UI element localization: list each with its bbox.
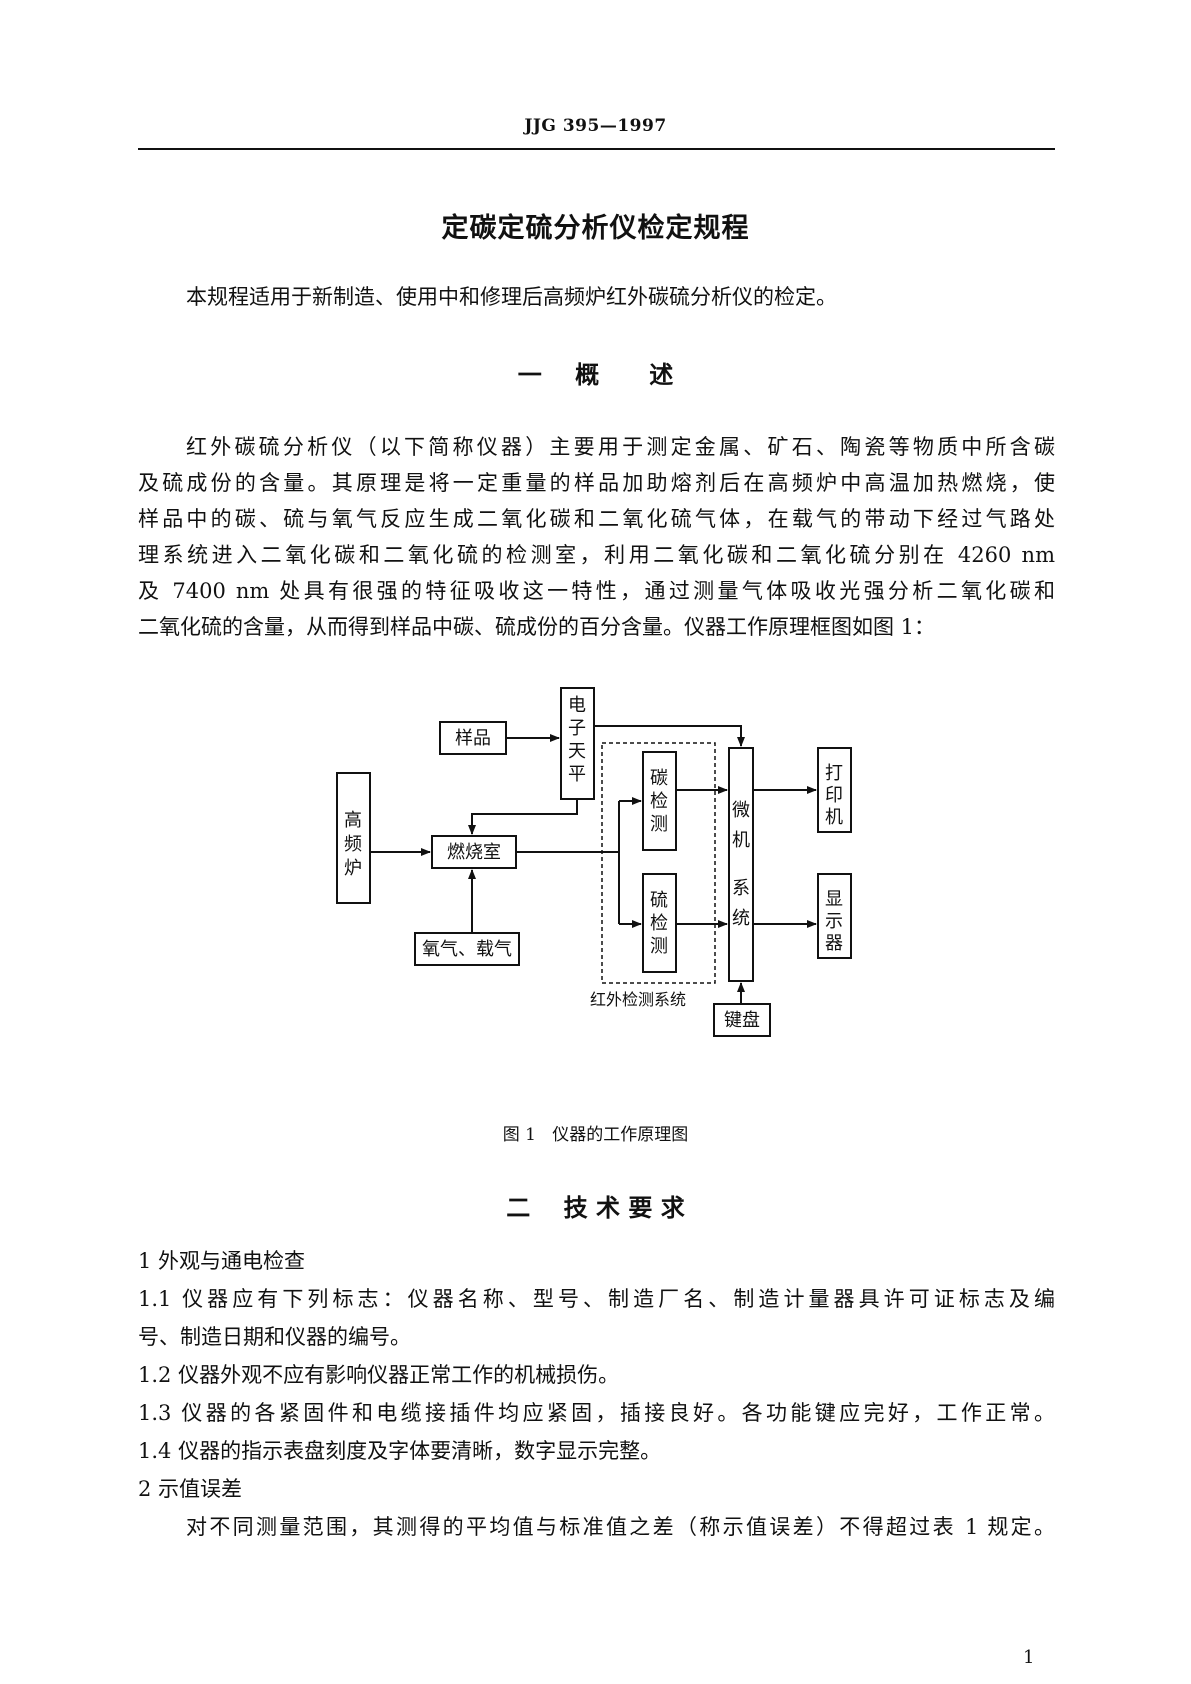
sulfur-label: 硫 (650, 890, 668, 911)
list-item: 1.2 仪器外观不应有影响仪器正常工作的机械损伤。 (138, 1363, 620, 1387)
paragraph-line: 二氧化硫的含量，从而得到样品中碳、硫成份的百分含量。仪器工作原理框图如图 1： (138, 615, 936, 639)
paragraph-line: 及 7400 nm 处具有很强的特征吸收这一特性，通过测量气体吸收光强分析二氧化… (138, 579, 1055, 603)
document-title: 定碳定硫分析仪检定规程 (441, 213, 750, 244)
balance-label: 天 (568, 741, 586, 762)
list-item: 1 外观与通电检查 (138, 1249, 306, 1273)
furnace-label: 高 (344, 810, 362, 831)
section-2-title: 二 技 术 要 求 (506, 1194, 685, 1222)
gas-label: 氧气、载气 (422, 939, 512, 960)
micro-label: 系 (732, 878, 750, 899)
section-1-title: 一 概 述 (517, 361, 674, 389)
display-label: 显 (825, 889, 843, 910)
micro-label: 统 (732, 908, 750, 929)
figure-caption: 图 1 仪器的工作原理图 (502, 1125, 689, 1145)
list-item: 号、制造日期和仪器的编号。 (138, 1325, 411, 1349)
furnace-label: 频 (344, 834, 362, 855)
keyboard-label: 键盘 (724, 1010, 760, 1031)
display-box (817, 873, 852, 959)
paragraph-line: 理系统进入二氧化碳和二氧化硫的检测室，利用二氧化碳和二氧化硫分别在 4260 n… (138, 543, 1055, 567)
furnace-box (336, 772, 371, 904)
balance-label: 子 (568, 718, 586, 739)
paragraph-line: 样品中的碳、硫与氧气反应生成二氧化碳和二氧化硫气体，在载气的带动下经过气路处 (138, 507, 1055, 531)
list-item: 2 示值误差 (138, 1477, 243, 1501)
micro-box (728, 747, 754, 982)
scope-paragraph: 本规程适用于新制造、使用中和修理后高频炉红外碳硫分析仪的检定。 (186, 285, 837, 309)
sulfur-label: 测 (650, 936, 668, 957)
furnace-label: 炉 (344, 858, 362, 879)
balance-label: 平 (568, 764, 586, 785)
paragraph-line: 及硫成份的含量。其原理是将一定重量的样品加助熔剂后在高频炉中高温加热燃烧，使 (138, 471, 1055, 495)
gas-box (414, 932, 520, 966)
carbon-label: 测 (650, 814, 668, 835)
balance-label: 电 (568, 695, 586, 716)
ir-system-label: 红外检测系统 (590, 990, 686, 1009)
carbon-label: 碳 (650, 768, 668, 789)
display-label: 示 (825, 911, 843, 932)
sulfur-label: 检 (650, 913, 668, 934)
working-principle-diagram: 样品 电 子 天 平 高 频 炉 燃烧室 氧气、载气 碳 检 测 硫 检 测 微… (336, 687, 852, 1037)
page-number: 1 (1023, 1647, 1035, 1668)
micro-label: 机 (732, 830, 750, 851)
list-item: 1.4 仪器的指示表盘刻度及字体要清晰，数字显示完整。 (138, 1439, 662, 1463)
display-label: 器 (825, 933, 843, 954)
ir-system-frame (601, 742, 716, 984)
sample-label: 样品 (455, 728, 491, 749)
document-code: JJG 395—1997 (524, 116, 667, 136)
carbon-label: 检 (650, 791, 668, 812)
list-item: 1.3 仪器的各紧固件和电缆接插件均应紧固，插接良好。各功能键应完好，工作正常。 (138, 1401, 1055, 1425)
printer-label: 打 (825, 763, 843, 784)
paragraph-line: 红外碳硫分析仪（以下简称仪器）主要用于测定金属、矿石、陶瓷等物质中所含碳 (186, 435, 1055, 459)
micro-label: 微 (732, 800, 750, 821)
carbon-box (642, 751, 677, 851)
combustion-label: 燃烧室 (447, 842, 501, 863)
printer-label: 机 (825, 807, 843, 828)
printer-label: 印 (825, 785, 843, 806)
header-rule (138, 148, 1055, 150)
printer-box (817, 747, 852, 833)
list-item: 对不同测量范围，其测得的平均值与标准值之差（称示值误差）不得超过表 1 规定。 (186, 1515, 1055, 1539)
list-item: 1.1 仪器应有下列标志：仪器名称、型号、制造厂名、制造计量器具许可证标志及编 (138, 1287, 1055, 1311)
